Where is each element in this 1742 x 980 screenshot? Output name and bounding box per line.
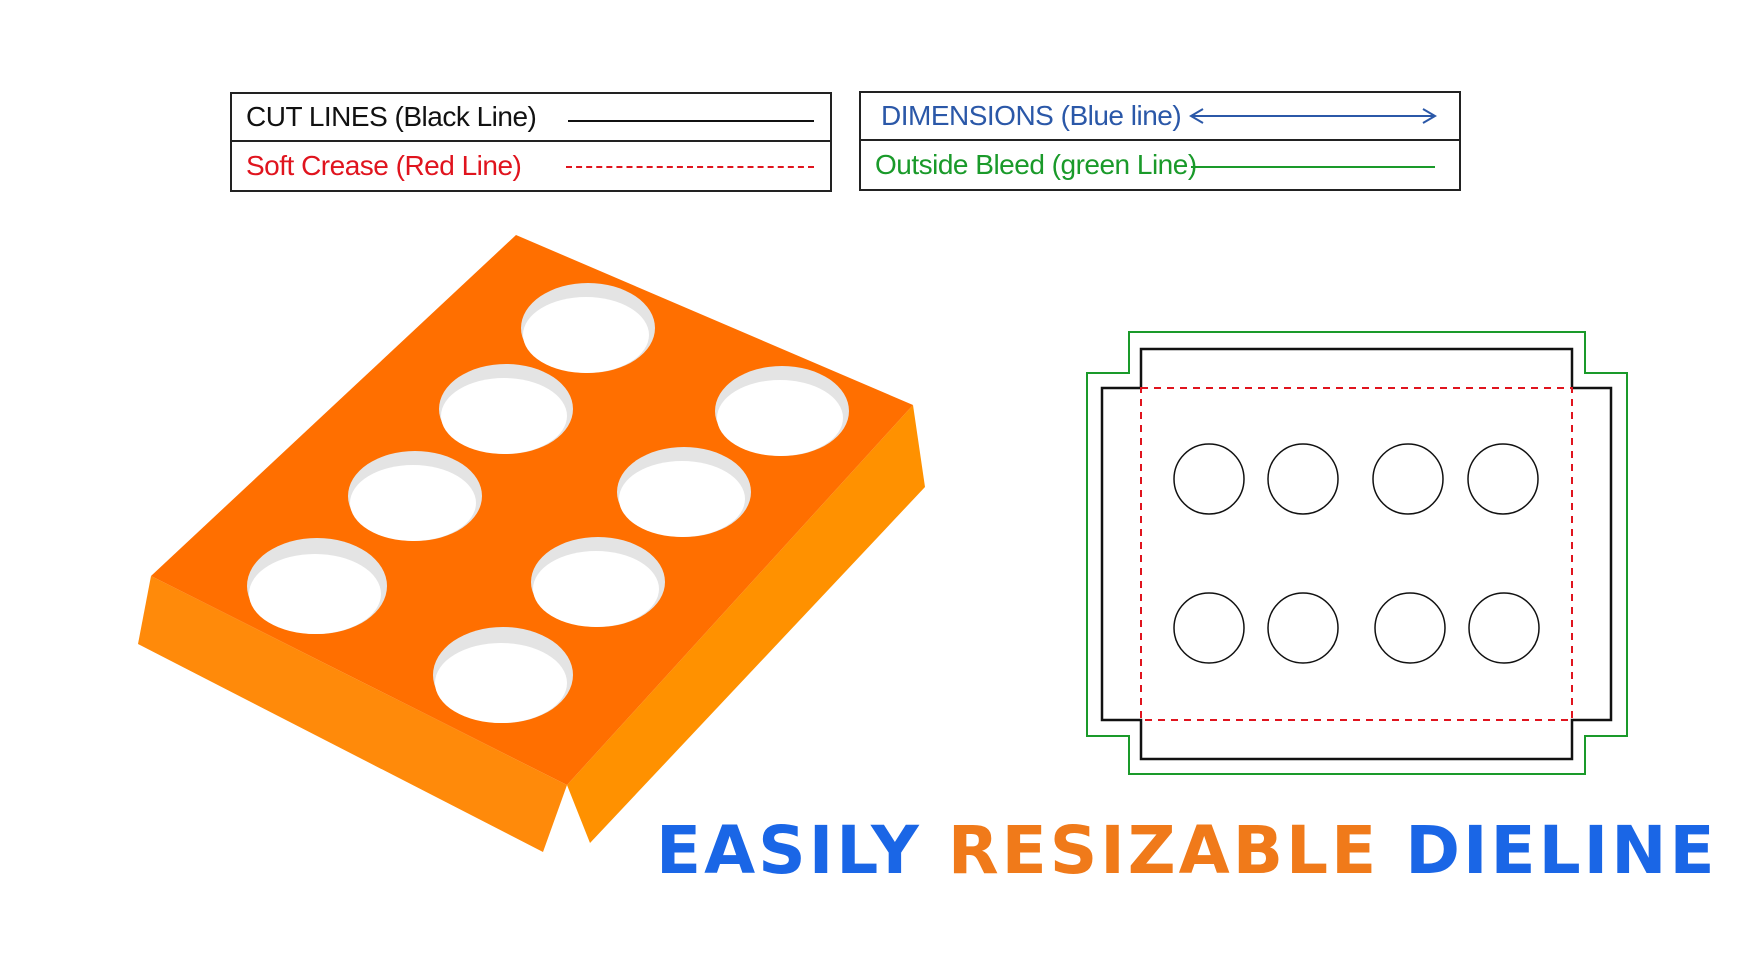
- tray-hole: [433, 627, 573, 723]
- dieline-hole: [1267, 592, 1339, 664]
- tray-hole: [715, 366, 849, 456]
- tray-top-face: [151, 235, 913, 785]
- dieline-hole: [1173, 592, 1245, 664]
- soft-crease-label: Soft Crease (Red Line): [246, 150, 522, 181]
- tray-hole: [247, 538, 387, 634]
- dieline-hole: [1374, 592, 1446, 664]
- dieline-holes: [1173, 443, 1540, 664]
- tray-hole: [617, 447, 751, 537]
- outside-bleed-line: [1086, 331, 1628, 775]
- dimension-arrow-icon: [1189, 108, 1437, 124]
- tray-side-right: [567, 405, 925, 843]
- headline-word-easily: EASILY: [656, 812, 922, 889]
- cut-line-outline: [1100, 347, 1613, 761]
- dieline-hole: [1467, 443, 1539, 515]
- dieline-hole: [1372, 443, 1444, 515]
- legend-box-left: CUT LINES (Black Line) Soft Crease (Red …: [230, 92, 832, 192]
- headline-word-dieline: DIELINE: [1405, 812, 1718, 889]
- outside-bleed-sample: [1191, 166, 1435, 168]
- cut-line-sample: [568, 120, 814, 122]
- headline: EASILY RESIZABLE DIELINE: [656, 812, 1718, 889]
- legend-box-right: DIMENSIONS (Blue line) Outside Bleed (gr…: [859, 91, 1461, 191]
- cut-lines-label: CUT LINES (Black Line): [246, 101, 537, 132]
- tray-hole: [531, 537, 665, 627]
- tray-hole: [348, 451, 482, 541]
- tray-hole: [439, 364, 573, 454]
- tray-holes: [247, 283, 849, 723]
- tray-hole: [521, 283, 655, 373]
- outside-bleed-label: Outside Bleed (green Line): [875, 149, 1197, 180]
- soft-crease-line: [1140, 387, 1573, 721]
- legend-row-soft-crease: Soft Crease (Red Line): [232, 142, 830, 190]
- dieline-hole: [1267, 443, 1339, 515]
- dieline-hole: [1173, 443, 1245, 515]
- legend-row-outside-bleed: Outside Bleed (green Line): [861, 141, 1459, 189]
- dimensions-label: DIMENSIONS (Blue line): [881, 100, 1182, 131]
- legend-row-dimensions: DIMENSIONS (Blue line): [861, 93, 1459, 141]
- tray-side-left: [138, 576, 567, 852]
- legend-row-cut-lines: CUT LINES (Black Line): [232, 94, 830, 142]
- headline-word-resizable: RESIZABLE: [947, 812, 1380, 889]
- soft-crease-sample: [566, 166, 814, 168]
- dieline-hole: [1468, 592, 1540, 664]
